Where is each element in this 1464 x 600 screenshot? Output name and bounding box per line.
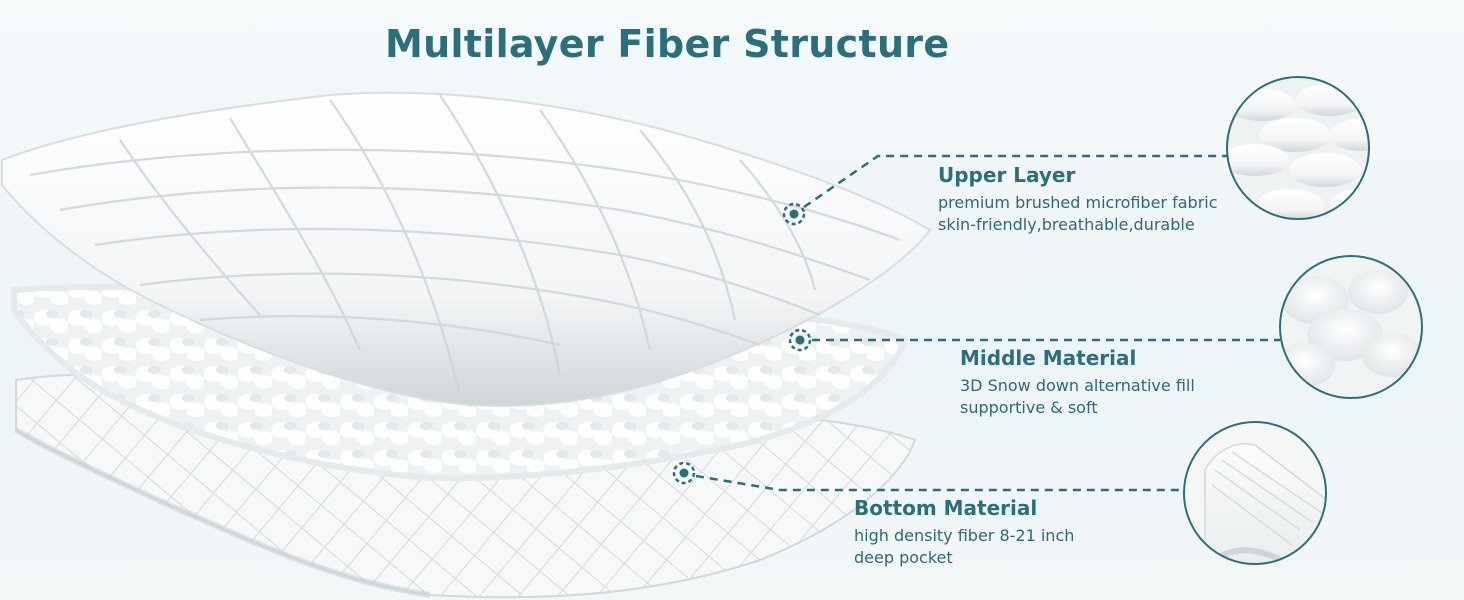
upper-layer-detail-circle (1226, 76, 1370, 220)
bottom-material-desc-1: high density fiber 8-21 inch (854, 526, 1075, 545)
middle-material-detail-circle (1279, 255, 1423, 399)
bottom-material-label: Bottom Material high density fiber 8-21 … (854, 496, 1074, 569)
middle-material-name: Middle Material (960, 346, 1137, 370)
upper-layer-label: Upper Layer premium brushed microfiber f… (938, 163, 1218, 236)
upper-layer-marker (782, 202, 806, 226)
upper-layer-desc-1: premium brushed microfiber fabric (938, 193, 1218, 212)
page-title: Multilayer Fiber Structure (385, 22, 950, 66)
bottom-material-name: Bottom Material (854, 496, 1038, 520)
bottom-material-leader-line (695, 474, 1184, 492)
middle-material-marker (788, 328, 812, 352)
upper-layer-name: Upper Layer (938, 163, 1076, 187)
middle-material-label: Middle Material 3D Snow down alternative… (960, 346, 1195, 419)
bottom-material-desc-2: deep pocket (854, 548, 953, 567)
middle-material-desc-1: 3D Snow down alternative fill (960, 376, 1195, 395)
bottom-material-detail-circle (1183, 421, 1327, 565)
upper-quilt-layer (0, 91, 932, 407)
upper-layer-leader-line (803, 154, 1228, 209)
middle-material-desc-2: supportive & soft (960, 398, 1098, 417)
upper-layer-desc-2: skin-friendly,breathable,durable (938, 215, 1195, 234)
bottom-material-marker (672, 461, 696, 485)
